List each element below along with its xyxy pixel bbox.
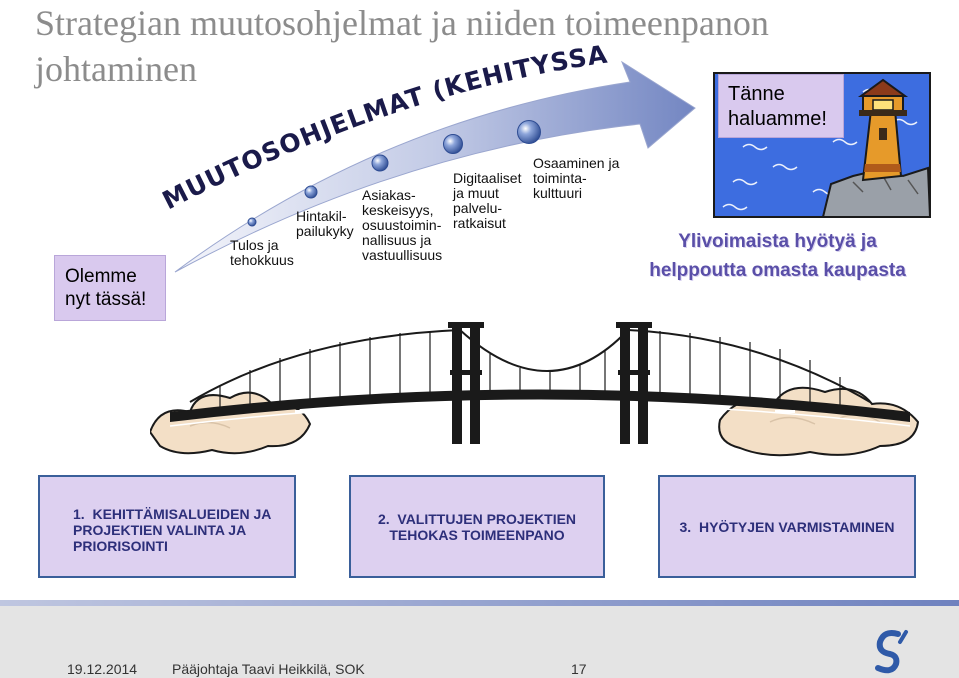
current-state-box: Olemme nyt tässä! <box>54 255 166 321</box>
milestone-label-2: Hintakil- pailukyky <box>296 208 354 239</box>
footer-bar <box>0 600 959 678</box>
milestone-dot <box>304 185 318 199</box>
milestone-dot <box>247 217 257 227</box>
footer-author: Pääjohtaja Taavi Heikkilä, SOK <box>172 661 365 677</box>
step-3-box: 3. HYÖTYJEN VARMISTAMINEN <box>658 475 916 578</box>
step-2-box: 2. VALITTUJEN PROJEKTIEN TEHOKAS TOIMEEN… <box>349 475 605 578</box>
step-1-box: 1. KEHITTÄMISALUEIDEN JA PROJEKTIEN VALI… <box>38 475 296 578</box>
milestone-dot <box>371 154 389 172</box>
sok-logo-icon <box>875 630 908 674</box>
arrow-body <box>174 60 696 273</box>
footer-date: 19.12.2014 <box>67 661 138 677</box>
step-2-label: 2. VALITTUJEN PROJEKTIEN TEHOKAS TOIMEEN… <box>377 510 577 543</box>
footer-accent-line <box>0 600 959 606</box>
milestone-label-4: Digitaaliset ja muut palvelu- ratkaisut <box>453 170 522 231</box>
milestone-dot <box>517 120 541 144</box>
footer-page-number: 17 <box>571 661 587 677</box>
milestone-label-5: Osaaminen ja toiminta- kulttuuri <box>533 155 620 201</box>
step-3-label: 3. HYÖTYJEN VARMISTAMINEN <box>679 518 895 535</box>
milestone-label-3: Asiakas- keskeisyys, osuustoimin- nallis… <box>362 187 443 263</box>
milestone-label-1: Tulos ja tehokkuus <box>230 237 294 268</box>
slide-title: Strategian muutosohjelmat ja niiden toim… <box>35 3 769 89</box>
bridge-illustration <box>150 322 920 457</box>
milestone-dot <box>443 134 463 154</box>
benefit-statement: Ylivoimaista hyötyä ja helppoutta omasta… <box>649 231 906 281</box>
step-1-label: 1. KEHITTÄMISALUEIDEN JA PROJEKTIEN VALI… <box>73 505 272 554</box>
goal-box: Tänne haluamme! <box>718 74 844 138</box>
current-state-label: Olemme nyt tässä! <box>65 266 147 310</box>
goal-label: Tänne haluamme! <box>728 83 827 130</box>
